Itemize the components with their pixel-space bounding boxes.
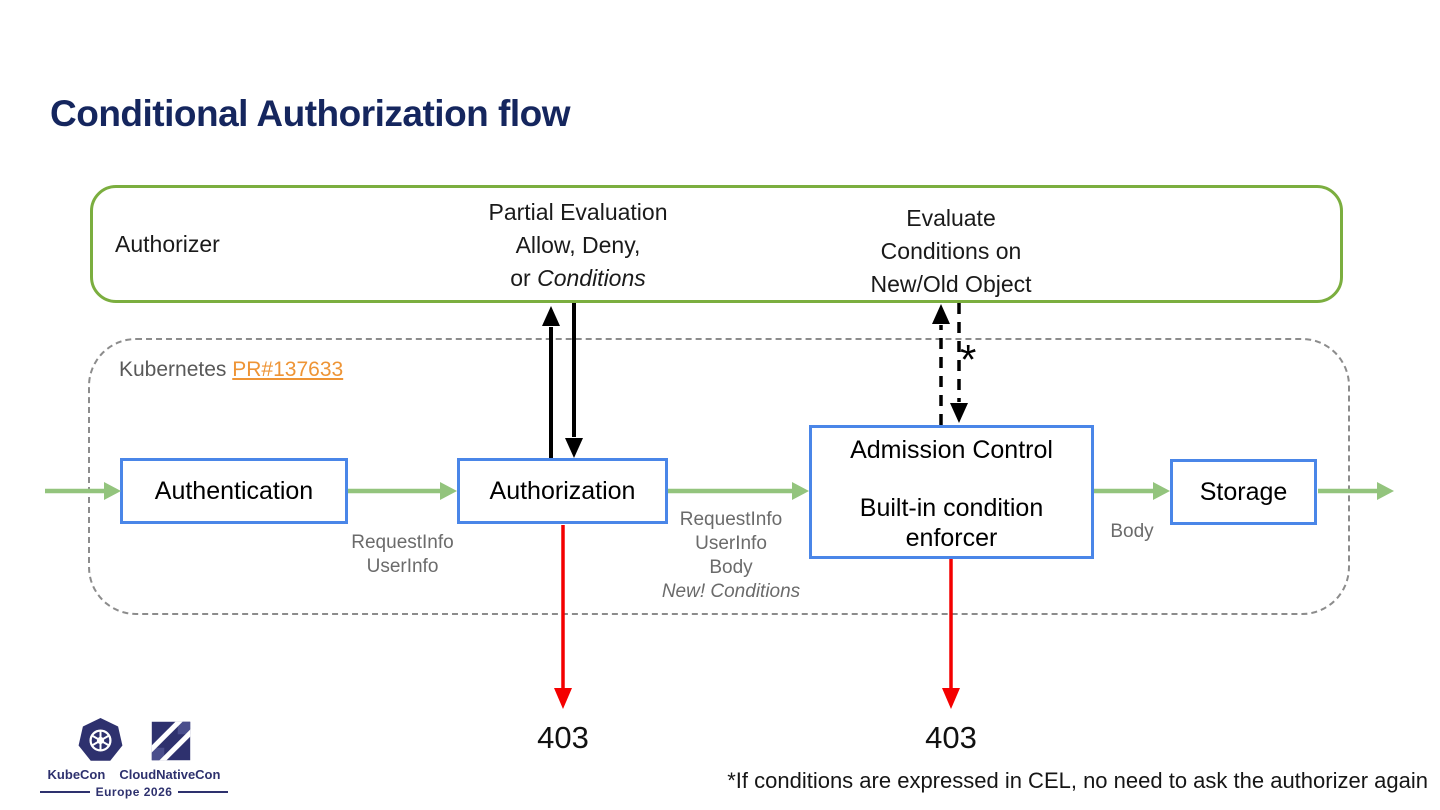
partial-eval-line1: Partial Evaluation [488,199,668,225]
label-authn-to-authz: RequestInfo UserInfo [330,531,475,579]
label-admission-to-storage: Body [1110,521,1154,542]
authentication-box: Authentication [120,458,348,524]
kubernetes-prefix: Kubernetes [119,358,233,381]
partial-eval-line2: Allow, Deny, [515,232,641,258]
cloudnativecon-label: CloudNativeCon [119,767,221,782]
event-rule-right [178,791,228,793]
kubernetes-label: Kubernetes PR#137633 [119,358,343,382]
label-requestinfo2: RequestInfo [679,509,783,530]
partial-eval-line3: or Conditions [430,262,726,295]
label-userinfo2: UserInfo [695,533,767,554]
partial-eval-line3-conditions: Conditions [537,265,646,291]
evaluate-line3: New/Old Object [870,271,1032,297]
storage-box: Storage [1170,459,1317,525]
admission-control-box: Admission Control Built-in condition enf… [809,425,1094,559]
kubecon-label: KubeCon [47,767,106,782]
label-new-conditions: New! Conditions [661,581,801,602]
page-title: Conditional Authorization flow [50,93,571,134]
evaluate-conditions-label: Evaluate Conditions on New/Old Object [803,202,1099,301]
label-body: Body [709,557,753,578]
label-authz-to-admission: RequestInfo UserInfo Body New! Condition… [656,508,806,604]
kubecon-helm-icon [78,718,122,761]
evaluate-line1: Evaluate [906,205,996,231]
pr-link[interactable]: PR#137633 [232,358,344,381]
partial-eval-line3-prefix: or [510,265,538,291]
authorization-403-label: 403 [537,720,589,755]
authorizer-label: Authorizer [115,231,220,257]
admission-403-label: 403 [925,720,977,755]
authorizer-container [90,185,1343,303]
asterisk-marker: * [960,336,977,383]
event-label: Europe 2026 [95,785,173,799]
cloudnativecon-icon [151,721,190,760]
authorization-box: Authorization [457,458,668,524]
conference-logos: KubeCon CloudNativeCon Europe 2026 [40,718,228,799]
cel-footnote: *If conditions are expressed in CEL, no … [727,768,1428,793]
admission-line2: Built-in condition enforcer [859,494,1044,552]
evaluate-line2: Conditions on [880,238,1022,264]
kubernetes-boundary [88,338,1350,615]
event-rule-left [40,791,90,793]
label-userinfo: UserInfo [366,556,439,577]
event-row: Europe 2026 [40,785,228,799]
label-requestinfo: RequestInfo [351,532,454,553]
partial-evaluation-label: Partial Evaluation Allow, Deny, or Condi… [430,196,726,295]
admission-line1: Admission Control [850,436,1053,464]
